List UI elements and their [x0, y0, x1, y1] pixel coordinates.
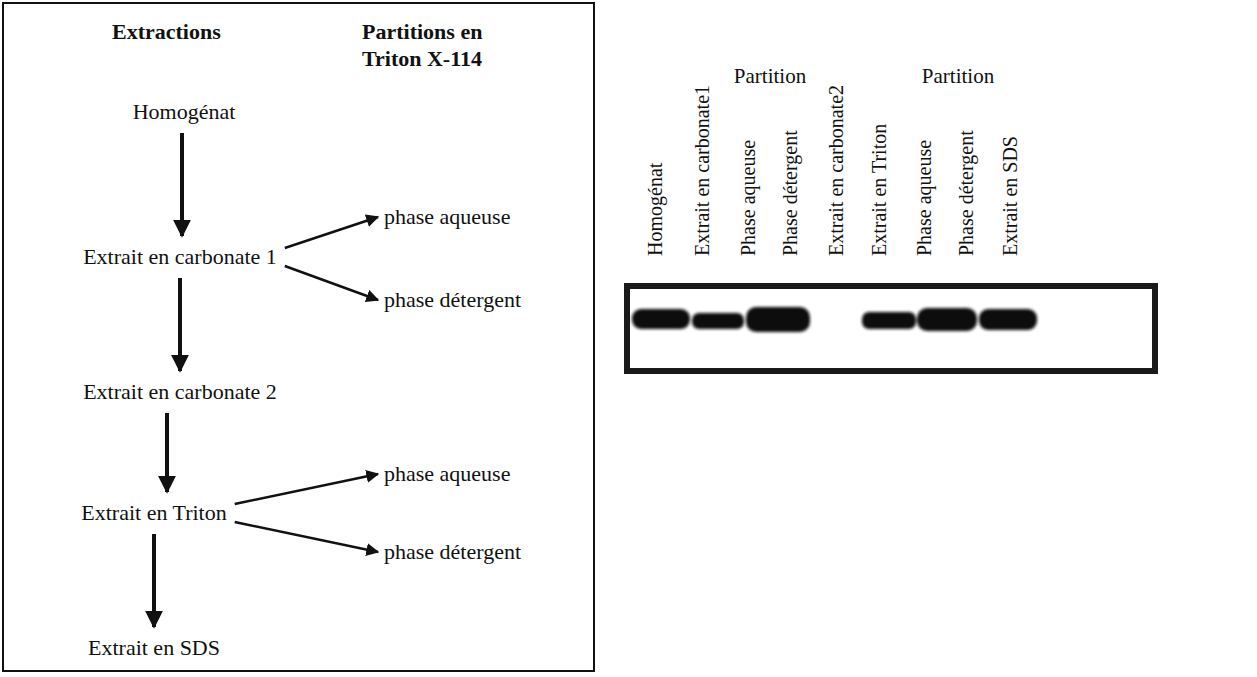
lane-label: Phase détergent: [778, 130, 802, 256]
lane-label: Homogénat: [643, 163, 667, 256]
partition-arrow: [235, 474, 378, 504]
blot-frame: [627, 286, 1155, 371]
column-heading: Partitions en Triton X-114: [362, 18, 542, 72]
band: [746, 307, 810, 332]
column-heading: Extractions: [112, 18, 272, 45]
flow-arrow: [180, 133, 184, 236]
lane-label: Extrait en SDS: [998, 136, 1022, 256]
lane-label: Phase aqueuse: [736, 140, 760, 256]
lane-label: Extrait en carbonate2: [824, 85, 848, 256]
step-text: phase aqueuse: [384, 204, 510, 230]
step-text: Homogénat: [133, 99, 236, 125]
flow-arrow: [178, 278, 182, 371]
group-label: Partition: [922, 64, 994, 88]
group-label: Partition: [734, 64, 806, 88]
flow-arrow: [152, 534, 156, 627]
partition-arrow: [285, 217, 378, 248]
band: [979, 309, 1037, 330]
lane-label: Phase aqueuse: [912, 140, 936, 256]
band: [692, 313, 744, 329]
step-text: Extrait en carbonate 1: [83, 244, 277, 270]
band: [632, 309, 690, 329]
step-text: phase détergent: [384, 539, 521, 565]
step-label: Extrait en carbonate 2: [79, 377, 281, 407]
step-label: Extrait en SDS: [84, 633, 224, 663]
step-text: Extrait en SDS: [88, 635, 220, 661]
step-label: phase aqueuse: [380, 459, 514, 489]
lane-label: Extrait en carbonate1: [690, 85, 714, 256]
band: [862, 312, 916, 329]
lane-label: Extrait en Triton: [867, 124, 891, 256]
step-label: phase aqueuse: [380, 202, 514, 232]
step-label: Homogénat: [129, 97, 240, 127]
step-label: phase détergent: [380, 285, 525, 315]
band: [917, 308, 977, 331]
step-label: Extrait en Triton: [77, 498, 230, 528]
step-text: Extrait en Triton: [81, 500, 226, 526]
step-label: phase détergent: [380, 537, 525, 567]
lane-label: Phase détergent: [954, 130, 978, 256]
partition-arrow: [235, 522, 378, 552]
step-text: Extrait en carbonate 2: [83, 379, 277, 405]
step-label: Extrait en carbonate 1: [79, 242, 281, 272]
flow-arrow: [165, 413, 169, 492]
step-text: phase détergent: [384, 287, 521, 313]
step-text: phase aqueuse: [384, 461, 510, 487]
panel-box: Extractions Partitions en Triton X-114Hom…: [2, 2, 595, 672]
partition-arrow: [285, 266, 378, 300]
